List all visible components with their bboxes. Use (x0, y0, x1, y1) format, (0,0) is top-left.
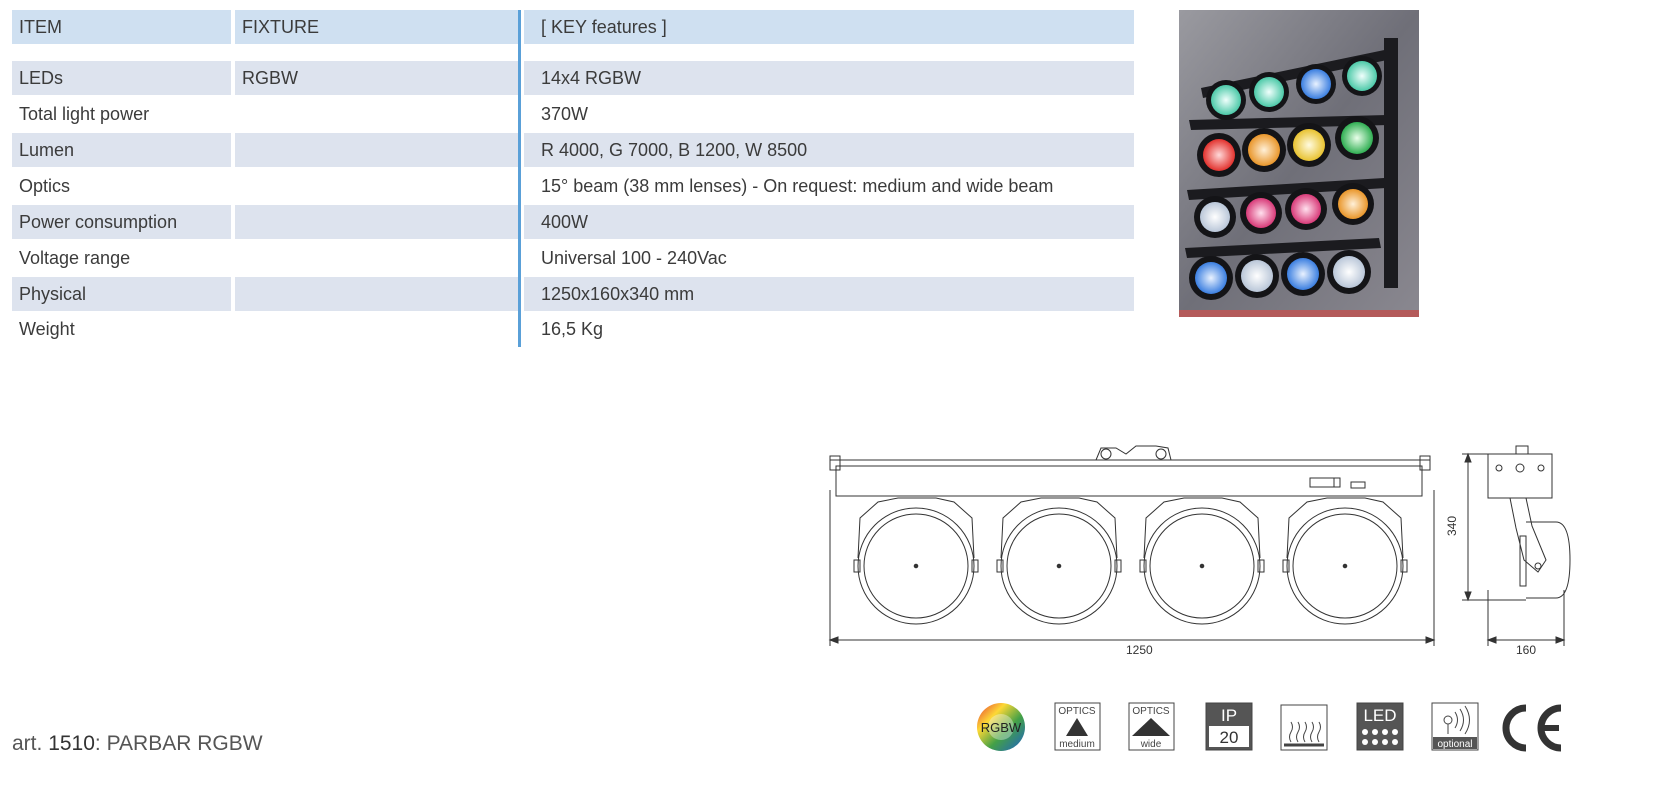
led-icon: LED (1356, 702, 1404, 751)
column-divider-line (518, 10, 521, 347)
par-head (996, 497, 1122, 625)
par-head (853, 497, 979, 625)
product-caption: art. 1510: PARBAR RGBW (12, 732, 263, 756)
row-fixture: RGBW (235, 61, 519, 95)
ce-mark-icon (1502, 704, 1562, 752)
row-fixture (235, 205, 519, 239)
svg-text:OPTICS: OPTICS (1132, 706, 1170, 717)
svg-text:LED: LED (1363, 706, 1396, 725)
row-fixture (235, 277, 519, 311)
wireless-optional-icon: optional (1431, 702, 1479, 751)
technical-drawing: 1250 340 160 (828, 445, 1571, 657)
table-row: Weight 16,5 Kg (12, 312, 1134, 346)
row-label: Optics (19, 176, 71, 196)
depth-dimension: 160 (1516, 643, 1536, 657)
row-label: Power consumption (12, 205, 231, 239)
row-value: R 4000, G 7000, B 1200, W 8500 (524, 133, 1134, 167)
optics-wide-icon: OPTICS wide (1128, 702, 1175, 751)
row-label: Total light power (19, 104, 150, 124)
table-row: Voltage range Universal 100 - 240Vac (12, 241, 1134, 275)
svg-text:IP: IP (1221, 706, 1237, 725)
height-dimension: 340 (1445, 516, 1459, 536)
header-item: ITEM (12, 10, 231, 44)
feature-icons: RGBW OPTICS medium OPTICS wide IP 20 LED (977, 702, 1562, 752)
row-value: 14x4 RGBW (524, 61, 1134, 95)
front-bar (835, 465, 1423, 497)
row-fixture (235, 133, 519, 167)
heat-icon (1280, 704, 1328, 751)
par-head (1139, 497, 1265, 625)
table-header-row: ITEM FIXTURE [ KEY features ] (12, 10, 1134, 44)
row-value: 15° beam (38 mm lenses) - On request: me… (541, 176, 1054, 196)
rgbw-icon: RGBW (977, 703, 1025, 751)
product-photo (1179, 10, 1419, 317)
svg-text:RGBW: RGBW (981, 720, 1022, 735)
table-row: LEDs RGBW 14x4 RGBW (12, 61, 1134, 95)
svg-text:wide: wide (1140, 739, 1162, 750)
row-value: 16,5 Kg (541, 319, 604, 339)
width-dimension: 1250 (1126, 643, 1153, 657)
row-value: 370W (541, 104, 589, 124)
row-label: LEDs (12, 61, 231, 95)
row-label: Physical (12, 277, 231, 311)
row-value: 400W (524, 205, 1134, 239)
row-fixture (235, 97, 519, 131)
svg-text:OPTICS: OPTICS (1058, 706, 1096, 717)
table-row: Total light power 370W (12, 97, 1134, 131)
row-label: Voltage range (19, 248, 131, 268)
table-row: Power consumption 400W (12, 205, 1134, 239)
header-key-features: [ KEY features ] (524, 10, 1134, 44)
svg-text:20: 20 (1220, 728, 1239, 747)
row-label: Weight (19, 319, 75, 339)
caption-prefix: art. (12, 732, 49, 755)
article-number: 1510 (48, 732, 95, 755)
side-view-body (1487, 453, 1553, 499)
optics-medium-icon: OPTICS medium (1054, 702, 1101, 751)
row-label: Lumen (12, 133, 231, 167)
row-value: Universal 100 - 240Vac (541, 248, 727, 268)
row-fixture (235, 169, 519, 203)
product-name: : PARBAR RGBW (94, 732, 263, 755)
par-head (1282, 497, 1408, 625)
table-row: Lumen R 4000, G 7000, B 1200, W 8500 (12, 133, 1134, 167)
row-value: 1250x160x340 mm (524, 277, 1134, 311)
table-row: Optics 15° beam (38 mm lenses) - On requ… (12, 169, 1134, 203)
header-fixture: FIXTURE (235, 10, 519, 44)
ip-rating-icon: IP 20 (1205, 702, 1253, 751)
row-fixture (235, 312, 519, 346)
svg-text:medium: medium (1059, 739, 1095, 750)
row-fixture (235, 241, 519, 275)
svg-text:optional: optional (1437, 739, 1472, 750)
table-row: Physical 1250x160x340 mm (12, 277, 1134, 311)
